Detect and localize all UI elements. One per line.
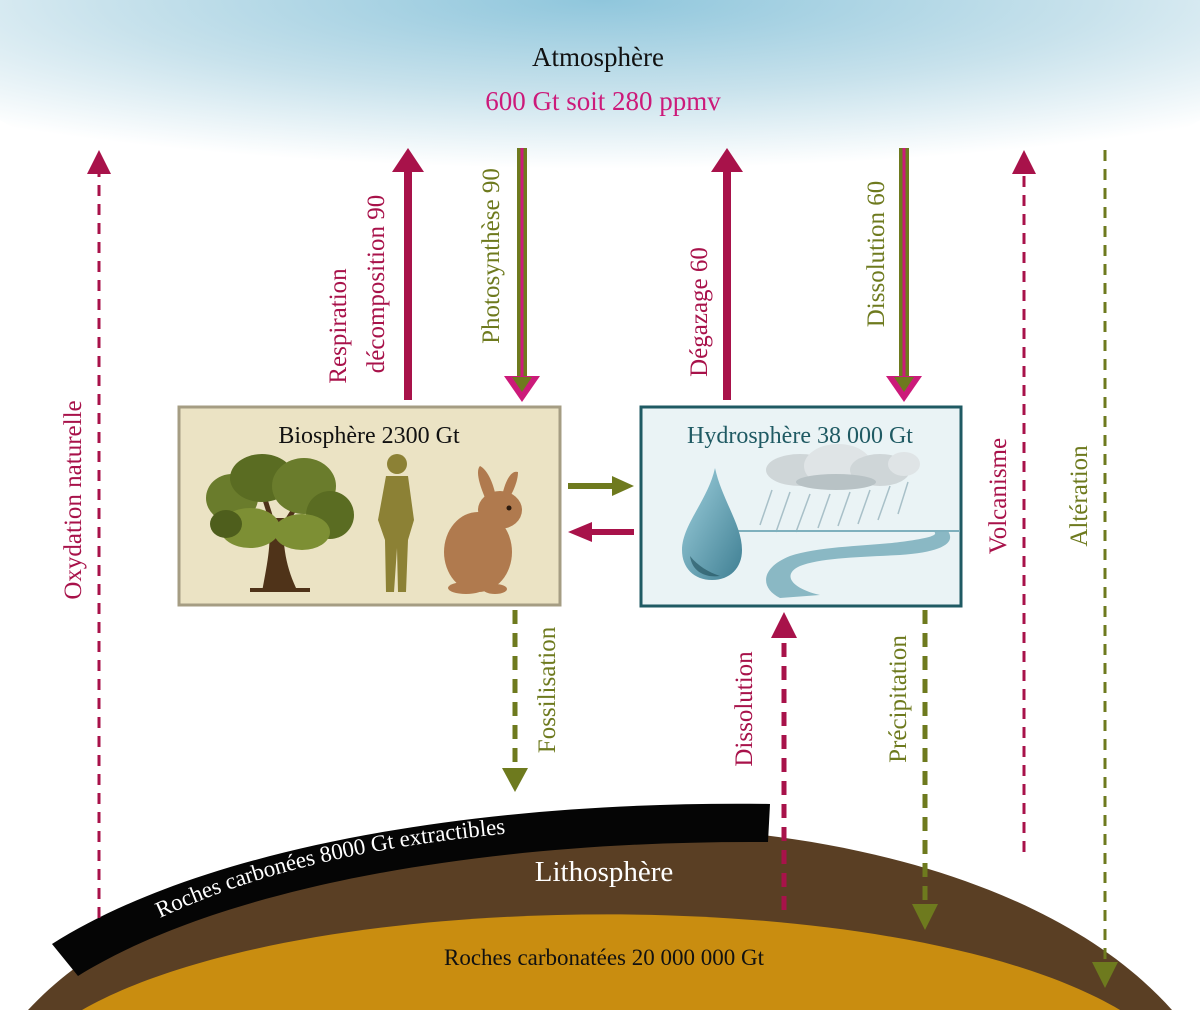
dissolution-litho-arrow xyxy=(771,612,797,910)
volcanism-label: Volcanisme xyxy=(985,438,1012,554)
lithosphere-title: Lithosphère xyxy=(535,856,674,888)
precipitation-arrow xyxy=(912,610,938,930)
tree-icon xyxy=(206,454,354,592)
cloud-rain-icon xyxy=(759,444,920,533)
fossilisation-arrow xyxy=(502,610,528,792)
biosphere-title: Biosphère 2300 Gt xyxy=(278,423,460,449)
carbonate-rocks-label: Roches carbonatées 20 000 000 Gt xyxy=(444,945,765,970)
human-icon xyxy=(378,454,414,592)
oxidation-arrow xyxy=(87,150,111,918)
hydro-to-bio-arrow xyxy=(568,522,634,542)
photosynthesis-arrow xyxy=(504,148,540,402)
weathering-label: Altération xyxy=(1066,445,1093,547)
volcanism-arrow xyxy=(1012,150,1036,852)
fossilisation-label: Fossilisation xyxy=(534,626,561,753)
hydrosphere-title: Hydrosphère 38 000 Gt xyxy=(687,423,913,449)
water-drop-icon xyxy=(682,468,742,580)
rabbit-icon xyxy=(444,466,522,594)
atmosphere-amount: 600 Gt soit 280 ppmv xyxy=(485,86,721,116)
precipitation-label: Précipitation xyxy=(885,635,912,763)
degassing-arrow xyxy=(711,148,743,400)
degassing-label: Dégazage 60 xyxy=(686,247,713,377)
biosphere-box: Biosphère 2300 Gt xyxy=(177,405,562,607)
atmosphere-title: Atmosphère xyxy=(532,42,664,72)
dissolution-litho-label: Dissolution xyxy=(731,651,758,767)
weathering-arrow xyxy=(1092,150,1118,988)
photosynthesis-label: Photosynthèse 90 xyxy=(478,168,505,344)
dissolution-60-arrow xyxy=(886,148,922,402)
oxidation-label: Oxydation naturelle xyxy=(60,400,87,599)
respiration-label-line2: décomposition 90 xyxy=(363,195,390,373)
carbon-rock-band xyxy=(52,803,770,976)
carbonate-rock-layer xyxy=(82,914,1120,1010)
dissolution-60-label: Dissolution 60 xyxy=(863,181,890,328)
hydrosphere-box: Hydrosphère 38 000 Gt xyxy=(639,405,963,608)
bio-to-hydro-arrow xyxy=(568,476,634,496)
river-icon xyxy=(733,531,951,598)
respiration-arrow xyxy=(392,148,424,400)
respiration-label-line1: Respiration xyxy=(325,268,352,384)
